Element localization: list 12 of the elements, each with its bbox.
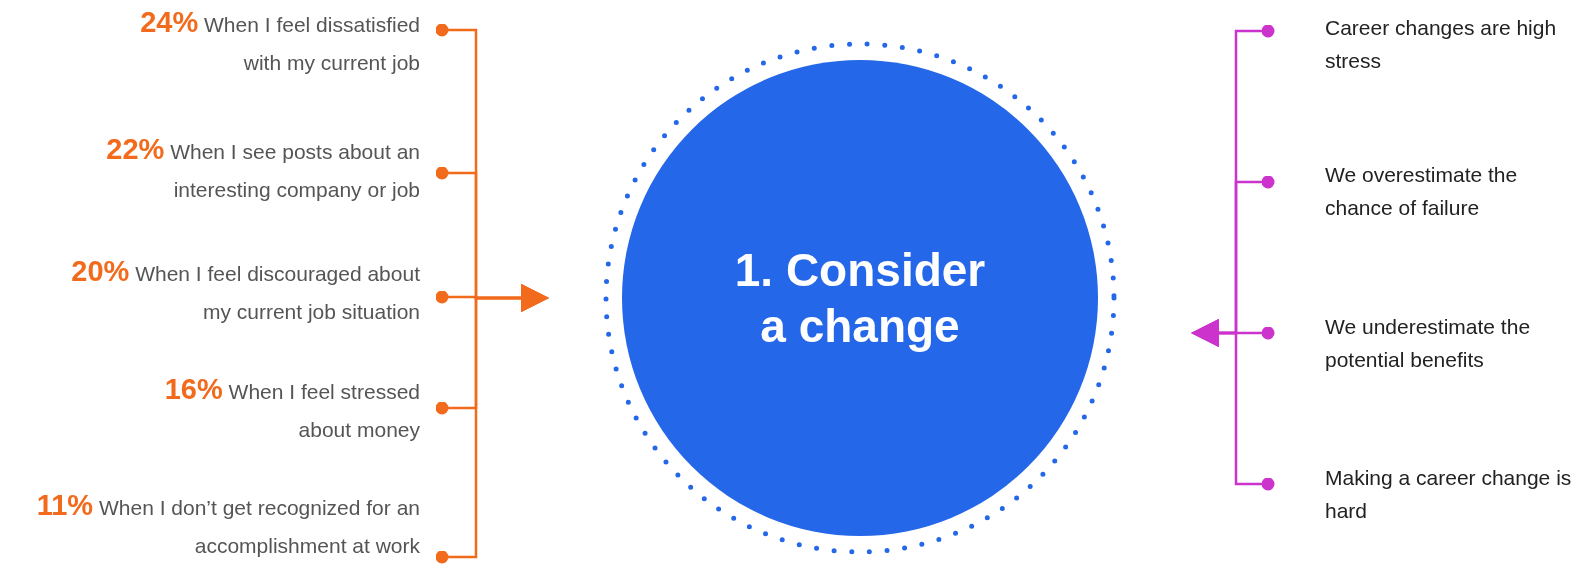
connector-arrow: [435, 284, 549, 564]
reason-text: We underestimate the potential benefits: [1325, 310, 1590, 376]
statistic-text: 24% When I feel dissatisfied with my current job: [100, 3, 420, 82]
step-title: 1. Consider a change: [733, 243, 987, 354]
reason-text: We overestimate the chance of failure: [1325, 158, 1585, 224]
statistic-text: 11% When I don’t get recognized for an accomplishment at work: [0, 486, 420, 565]
statistic-text: 20% When I feel discouraged about my current job situation: [40, 252, 420, 331]
reason-text: Career changes are high stress: [1325, 11, 1585, 77]
statistic-text: 22% When I see posts about an interesting company or job: [20, 130, 420, 209]
reason-text: Making a career change is hard: [1325, 461, 1585, 527]
connector-arrow: [1191, 319, 1275, 491]
statistic-text: 16% When I feel stressed about money: [130, 370, 420, 449]
